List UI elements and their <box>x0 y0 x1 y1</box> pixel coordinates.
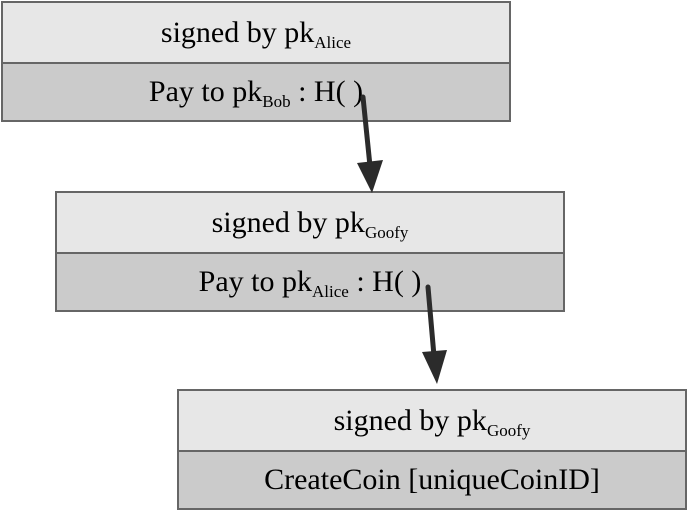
arrow-2-head <box>422 350 447 384</box>
block-2-body-sub: Alice <box>312 282 349 301</box>
block-1-body-suffix: : H( ) <box>290 75 364 108</box>
block-2-body-prefix: Pay to pk <box>198 265 313 298</box>
block-2-header-sub: Goofy <box>364 222 409 242</box>
block-3-header-sub: Goofy <box>486 420 531 440</box>
block-3-body: CreateCoin [uniqueCoinID] <box>179 452 685 508</box>
block-3-body-text: CreateCoin [uniqueCoinID] <box>264 463 600 496</box>
block-2-header-text: signed by pk <box>211 205 365 239</box>
block-1-header-sub: Alice <box>314 32 352 52</box>
block-1-body-prefix: Pay to pk <box>148 75 263 108</box>
block-1-header-text: signed by pk <box>160 15 315 49</box>
block-3-header-text: signed by pk <box>333 403 487 437</box>
arrow-1-head <box>357 160 383 193</box>
block-1-body-sub: Bob <box>262 92 291 111</box>
block-2-body-suffix: : H( ) <box>348 265 422 298</box>
